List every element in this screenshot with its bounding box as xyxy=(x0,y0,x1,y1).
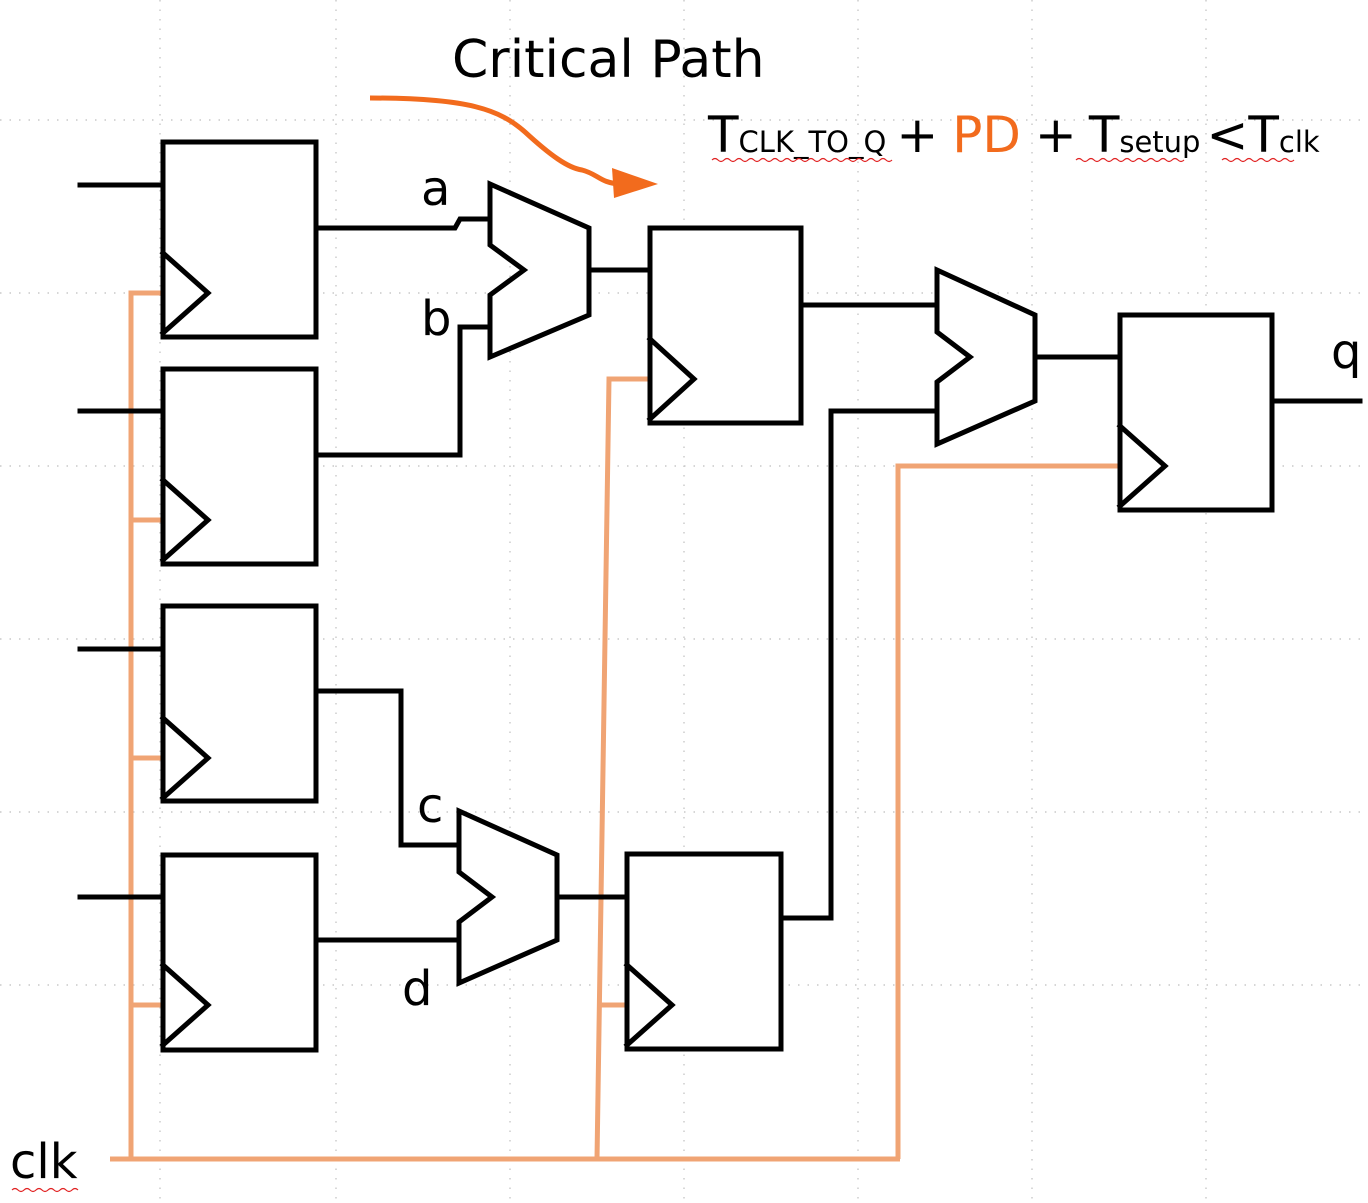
register-2 xyxy=(159,366,319,567)
spellcheck-underline xyxy=(1075,157,1185,163)
critical-path-arrowhead xyxy=(612,168,658,198)
register-7 xyxy=(1116,312,1275,513)
t-clk: T xyxy=(1247,106,1279,164)
t-setup: T xyxy=(1088,106,1120,164)
register-3 xyxy=(159,603,319,804)
diagram-title: Critical Path xyxy=(452,30,765,90)
pd-term: PD xyxy=(952,106,1021,164)
less-than-sign: < xyxy=(1206,106,1248,164)
signal-label-a: a xyxy=(421,161,450,217)
critical-path-arrow xyxy=(369,95,621,187)
signal-label-c: c xyxy=(417,778,443,834)
timing-equation: TCLK_TO_Q+PD+Tsetup<Tclk xyxy=(707,106,1320,164)
register-4 xyxy=(159,852,319,1053)
t-clk-subscript: clk xyxy=(1279,125,1320,159)
spellcheck-underline xyxy=(1221,157,1295,163)
register-5 xyxy=(646,225,804,426)
logic-block-cd xyxy=(456,807,560,987)
register-6 xyxy=(623,851,784,1052)
spellcheck-underline xyxy=(711,157,893,163)
logic-block-final xyxy=(934,266,1038,448)
t-clk-to-q: T xyxy=(707,106,739,164)
t-clk-to-q-subscript: CLK_TO_Q xyxy=(739,125,887,159)
spellcheck-underline xyxy=(11,1187,79,1193)
clock-label: clk xyxy=(10,1134,78,1190)
register-1 xyxy=(159,139,319,340)
output-label-q: q xyxy=(1331,324,1361,380)
t-setup-subscript: setup xyxy=(1119,125,1200,159)
logic-block-ab xyxy=(487,180,592,361)
data-wires xyxy=(77,182,1363,943)
signal-label-b: b xyxy=(421,291,451,347)
plus-sign: + xyxy=(896,106,938,164)
signal-label-d: d xyxy=(402,961,432,1017)
plus-sign: + xyxy=(1035,106,1077,164)
